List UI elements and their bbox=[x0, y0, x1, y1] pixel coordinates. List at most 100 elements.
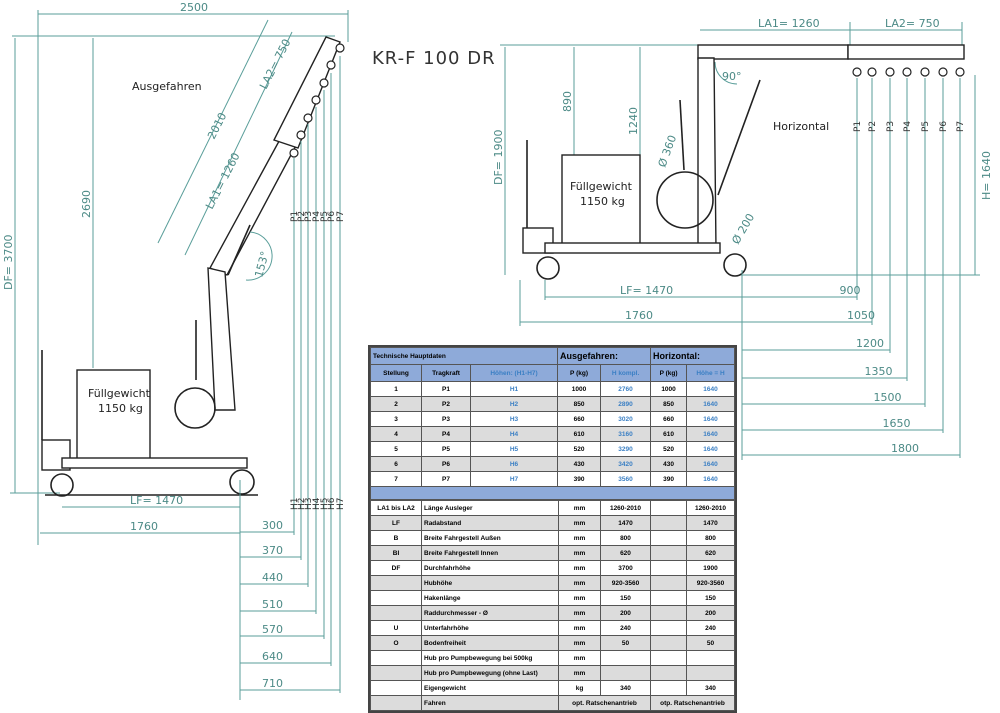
spec-cell: 620 bbox=[686, 545, 735, 561]
boom-extension bbox=[273, 36, 341, 149]
spec-cell: 240 bbox=[600, 620, 651, 636]
spec-cell bbox=[686, 650, 735, 666]
reach-dim: 440 bbox=[262, 571, 283, 584]
reach-dim: 710 bbox=[262, 677, 283, 690]
table-cell: H5 bbox=[469, 441, 559, 457]
spec-cell: 1470 bbox=[600, 515, 651, 531]
reach-dim: 640 bbox=[262, 650, 283, 663]
point-label: P5 bbox=[320, 211, 330, 222]
dim-wheel-200: Ø 200 bbox=[729, 211, 757, 246]
spec-cell: 200 bbox=[686, 605, 735, 621]
spec-cell bbox=[370, 680, 422, 696]
spec-cell bbox=[600, 665, 651, 681]
table-cell: P3 bbox=[421, 411, 471, 427]
table-cell: 660 bbox=[557, 411, 602, 427]
spec-cell: mm bbox=[558, 620, 601, 636]
dim-2690: 2690 bbox=[80, 190, 93, 218]
col-header: Höhe = H bbox=[686, 364, 735, 382]
group-horizontal: Horizontal: bbox=[650, 347, 735, 365]
point-label: P4 bbox=[312, 211, 322, 222]
point-label: P6 bbox=[939, 121, 949, 132]
group-ausgefahren: Ausgefahren: bbox=[557, 347, 652, 365]
col-header: H kompl. bbox=[600, 364, 652, 382]
table-cell: 2890 bbox=[600, 396, 652, 412]
point-label: P7 bbox=[956, 121, 966, 132]
table-cell: 660 bbox=[650, 411, 688, 427]
weight-value: 1150 kg bbox=[98, 402, 143, 415]
spec-cell: DF bbox=[370, 560, 422, 576]
spec-cell: 340 bbox=[600, 680, 651, 696]
point-label: P2 bbox=[297, 211, 307, 222]
spec-cell: mm bbox=[558, 650, 601, 666]
dim-la1: LA1= 1260 bbox=[203, 151, 243, 212]
spec-cell: 50 bbox=[600, 635, 651, 651]
hand-wheel-left bbox=[174, 387, 216, 429]
left-view-extended: 2500 DF= 3700 2690 Ausgefahren 2010 LA1=… bbox=[2, 1, 349, 700]
ballast-box-left bbox=[76, 369, 151, 461]
hand-wheel-right bbox=[656, 171, 714, 229]
table-cell: 1640 bbox=[686, 426, 735, 442]
ballast-box-right bbox=[561, 154, 641, 246]
table-cell: H1 bbox=[469, 381, 559, 397]
hook-icons bbox=[852, 67, 965, 77]
spec-cell bbox=[650, 590, 687, 606]
spec-cell bbox=[650, 530, 687, 546]
spec-cell bbox=[370, 575, 422, 591]
spec-cell: mm bbox=[558, 530, 601, 546]
spec-cell: mm bbox=[558, 665, 601, 681]
table-cell: 610 bbox=[650, 426, 688, 442]
spec-cell: 240 bbox=[686, 620, 735, 636]
table-cell: P2 bbox=[421, 396, 471, 412]
spec-cell: mm bbox=[558, 500, 601, 516]
dim-h-1640: H= 1640 bbox=[980, 151, 993, 200]
table-cell: H6 bbox=[469, 456, 559, 472]
spec-cell bbox=[600, 650, 651, 666]
spec-cell: Fahren bbox=[421, 695, 559, 711]
reach-dim: 370 bbox=[262, 544, 283, 557]
table-cell: 1640 bbox=[686, 471, 735, 487]
spec-cell: kg bbox=[558, 680, 601, 696]
point-label: P3 bbox=[886, 121, 896, 132]
height-label: H7 bbox=[336, 498, 346, 511]
spec-cell: 200 bbox=[600, 605, 651, 621]
spec-cell: 800 bbox=[600, 530, 651, 546]
spec-cell: mm bbox=[558, 605, 601, 621]
dim-angle-90: 90° bbox=[722, 70, 742, 83]
reach-dim: 300 bbox=[262, 519, 283, 532]
reach-dim: 1650 bbox=[883, 417, 911, 430]
weight-value: 1150 kg bbox=[580, 195, 625, 208]
spec-cell: 150 bbox=[600, 590, 651, 606]
table-cell: P1 bbox=[421, 381, 471, 397]
boom-extension-horizontal bbox=[847, 44, 965, 60]
boom-horizontal bbox=[697, 44, 849, 60]
spec-cell: 800 bbox=[686, 530, 735, 546]
weight-label: Füllgewicht bbox=[570, 180, 633, 193]
spec-cell bbox=[370, 695, 422, 711]
table-cell: 610 bbox=[557, 426, 602, 442]
dim-1240: 1240 bbox=[627, 107, 640, 135]
reach-dim: 900 bbox=[840, 284, 861, 297]
height-label: H1 bbox=[290, 498, 300, 511]
table-cell: 520 bbox=[557, 441, 602, 457]
spec-cell: O bbox=[370, 635, 422, 651]
table-cell: 850 bbox=[650, 396, 688, 412]
spec-cell: Radabstand bbox=[421, 515, 559, 531]
spec-cell: Eigengewicht bbox=[421, 680, 559, 696]
dim-df-right: DF= 1900 bbox=[492, 129, 505, 185]
spec-cell: 1470 bbox=[686, 515, 735, 531]
point-label: P5 bbox=[921, 121, 931, 132]
view-label-ausgefahren: Ausgefahren bbox=[132, 80, 202, 93]
spec-cell: mm bbox=[558, 515, 601, 531]
table-separator bbox=[370, 486, 735, 500]
spec-cell bbox=[650, 605, 687, 621]
table-cell: 1000 bbox=[557, 381, 602, 397]
